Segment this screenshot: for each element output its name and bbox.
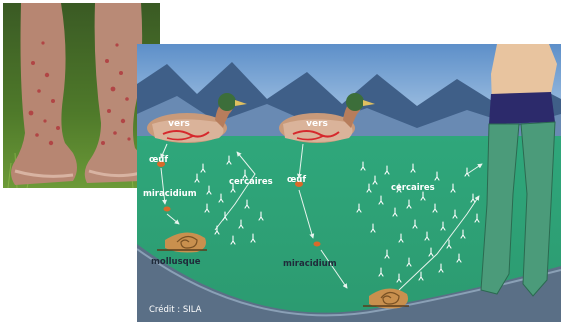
- label-oeuf-2: œuf: [287, 175, 306, 185]
- label-oeuf-1: œuf: [149, 155, 168, 165]
- miracidium-2: [314, 242, 321, 247]
- label-miracidium-2: miracidium: [283, 259, 337, 269]
- credit-text: Crédit : SILA: [149, 304, 202, 315]
- label-miracidium-1: miracidium: [143, 189, 197, 199]
- miracidium-1: [164, 207, 171, 212]
- life-cycle-diagram: vers vers: [137, 44, 561, 322]
- label-vers-1: vers: [168, 119, 190, 129]
- label-mollusque: mollusque: [151, 257, 201, 267]
- label-cercaires-1: cercaires: [229, 177, 273, 187]
- label-cercaires-2: cercaires: [391, 183, 435, 193]
- label-vers-2: vers: [306, 119, 328, 129]
